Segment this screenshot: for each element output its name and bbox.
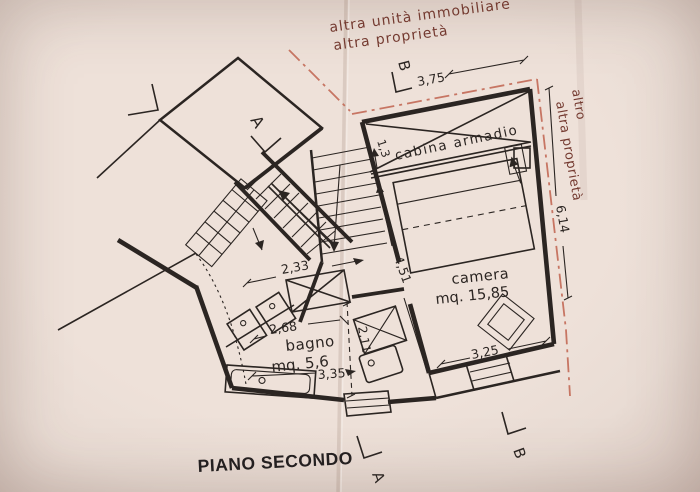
label-bagno-area: mq. 5,6 [271,352,330,376]
sink-icon [254,291,297,335]
paper-fold-creases [336,0,588,492]
window-bagno [343,390,392,417]
label-camera: camera [451,266,510,288]
bed-icon [392,157,536,274]
dim-bagno-depth: 2,11 [355,325,373,354]
stairs-direction-arrow [278,190,290,201]
dim-right-side: 6,14 [553,204,573,234]
pouf-icon [477,293,535,351]
section-marker-b-bottom: B [509,445,529,461]
dim-bagno-length: 3,35 [317,365,346,382]
adjacent-stairs-grid [184,178,268,268]
staircase-flight-b [298,146,388,323]
section-marker-brackets [250,135,527,460]
dimension-lines [242,55,573,399]
dim-camera-side: 4,51 [391,254,415,285]
dim-camera-width: 3,25 [470,342,500,362]
window-camera [464,354,516,391]
dim-stairs-width: 2,33 [280,257,310,277]
section-marker-a-bottom: A [368,469,389,485]
section-marker-a-upper: A [247,112,269,131]
dim-bagno-width: 2,68 [268,318,298,337]
radiator-icon [504,143,528,184]
note-other-property-right1: altro [569,88,589,121]
section-marker-b-top: B [394,58,414,73]
page-title: PIANO SECONDO [197,448,353,476]
staircase-flight-a [233,150,354,262]
bathtub-icon [224,364,317,399]
label-bagno: bagno [285,332,336,355]
sink-icon [225,308,268,352]
dim-top-width: 3,75 [416,69,446,89]
adjacent-unit-outline [57,56,324,391]
property-boundary-line [288,49,571,397]
toilet-icon [358,344,404,384]
bottom-walls [193,285,561,405]
dim-cabina-depth: 1,3 [374,138,393,160]
label-camera-area: mq. 15,85 [435,284,510,308]
